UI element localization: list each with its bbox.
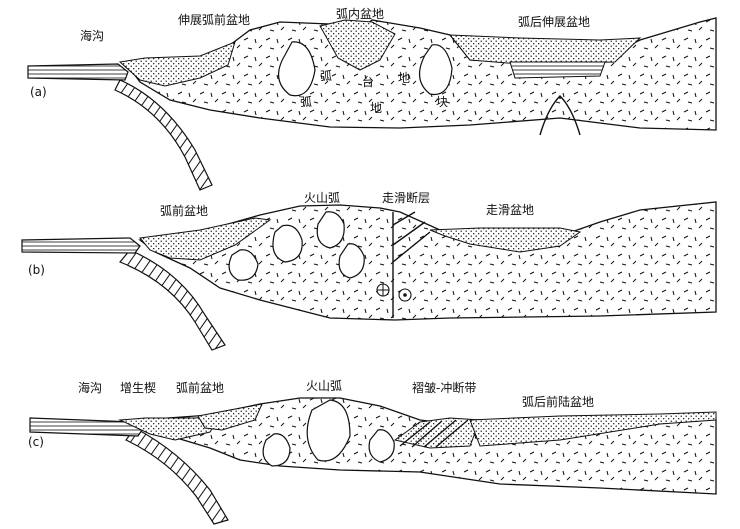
panel-b-tag: (b) — [28, 263, 45, 277]
label-volcanic-arc-b: 火山弧 — [304, 191, 340, 205]
oceanic-plate-a — [27, 63, 129, 81]
thrust-faults — [399, 419, 469, 448]
label-arc-platform-2: 台 — [362, 74, 374, 89]
label-arc-block-2: 地 — [370, 101, 382, 115]
label-arc-platform-1: 弧 — [320, 69, 332, 83]
fault-motion-out-cross — [377, 284, 389, 296]
label-strike-slip-basin: 走滑盆地 — [486, 203, 534, 217]
label-arc-platform-3: 地 — [398, 71, 410, 85]
subducting-slab-a — [114, 79, 213, 191]
backarc-basin-a — [448, 34, 642, 65]
pluton-a-1 — [278, 41, 316, 97]
pluton-c-2 — [306, 399, 351, 462]
panel-c-tag: (c) — [28, 435, 44, 449]
pluton-b-4 — [338, 243, 365, 279]
subducting-slab-b — [119, 249, 226, 351]
label-backarc-ext: 弧后伸展盆地 — [518, 15, 590, 29]
label-trench-a: 海沟 — [80, 28, 104, 43]
label-strike-slip-fault: 走滑断层 — [382, 190, 430, 205]
label-forearc-c: 弧前盆地 — [176, 380, 224, 395]
intra-arc-basin-a — [319, 19, 396, 71]
pluton-b-2 — [272, 224, 303, 263]
label-volcanic-arc-c: 火山弧 — [306, 379, 342, 393]
pluton-b-1 — [228, 249, 259, 281]
retroarc-foreland-basin — [469, 411, 717, 447]
label-arc-block-1: 弧 — [300, 95, 312, 109]
subducting-slab-c — [125, 427, 229, 525]
upwelling-arrow — [539, 95, 581, 136]
label-accretionary-wedge: 增生楔 — [120, 381, 156, 395]
oceanic-plate-c — [29, 417, 143, 437]
pluton-c-3 — [368, 429, 395, 463]
label-fold-thrust: 褶皱-冲断带 — [412, 380, 476, 395]
pluton-a-2 — [419, 44, 453, 96]
strike-slip-basin-b — [429, 227, 582, 253]
fault-splay-2 — [392, 231, 431, 263]
panel-a-tag: (a) — [30, 85, 47, 99]
label-retroarc-foreland: 弧后前陆盆地 — [522, 394, 594, 409]
forearc-basin-c — [197, 403, 263, 431]
pluton-b-3 — [316, 211, 345, 249]
label-forearc-ext: 伸展弧前盆地 — [178, 12, 250, 27]
oceanic-plate-b — [21, 237, 141, 254]
pluton-c-1 — [262, 433, 291, 467]
panel-a: (a) 海沟 伸展弧前盆地 弧内盆地 弧后伸展盆地 弧 台 地 弧 地 块 — [27, 7, 717, 191]
label-forearc-b: 弧前盆地 — [160, 203, 208, 218]
panel-b: (b) 弧前盆地 火山弧 走滑断层 走滑盆地 — [21, 190, 717, 351]
label-intra-arc: 弧内盆地 — [336, 7, 384, 21]
forearc-basin-b — [139, 217, 272, 261]
forearc-basin-a — [118, 41, 236, 87]
label-trench-c: 海沟 — [78, 380, 102, 395]
arc-crust-b — [138, 201, 717, 321]
backarc-floor-a — [509, 61, 606, 79]
fault-motion-in-dot — [403, 293, 407, 297]
label-arc-block-3: 块 — [436, 95, 448, 109]
panel-c: (c) 海沟 增生楔 弧前盆地 火山弧 褶皱-冲断带 弧后前陆盆地 — [28, 379, 717, 525]
fault-splay-1 — [392, 211, 426, 246]
